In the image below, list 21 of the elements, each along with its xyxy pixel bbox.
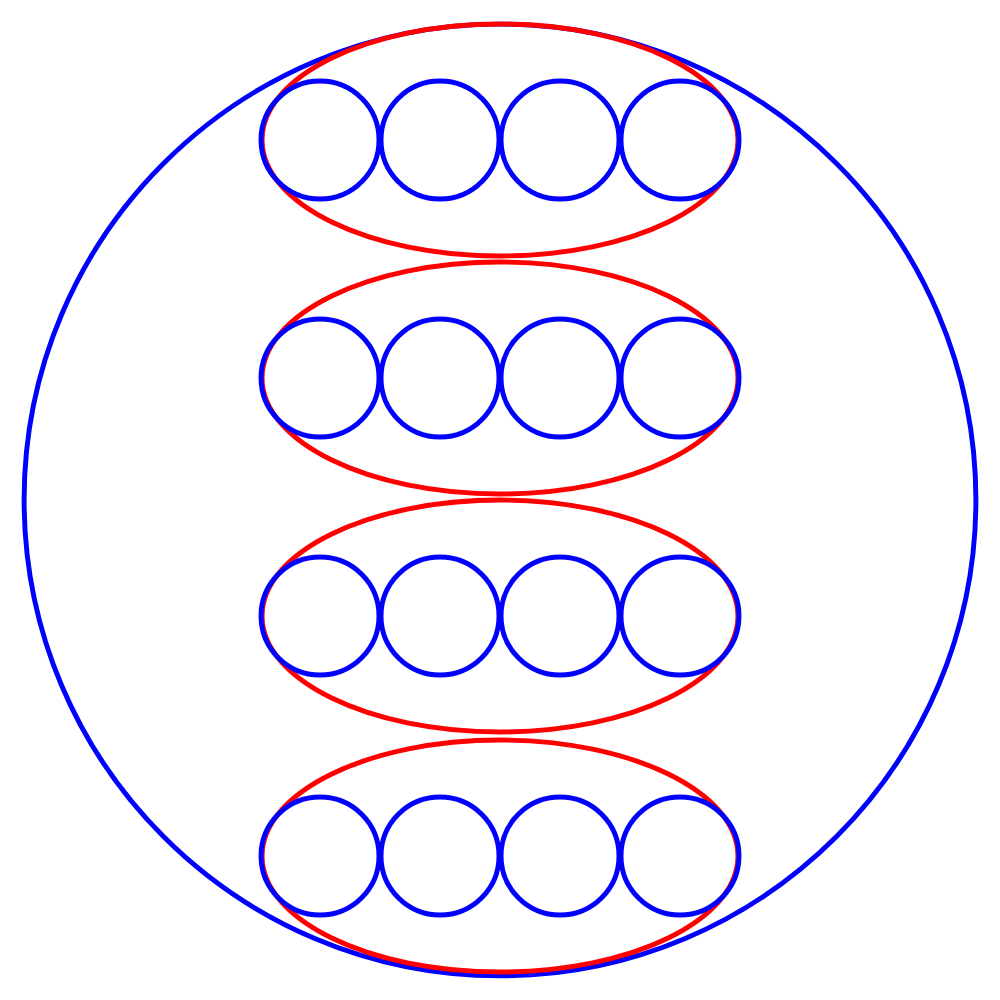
- circle: [618, 78, 742, 202]
- circle: [498, 316, 622, 440]
- ellipse: [259, 497, 741, 735]
- circle: [258, 316, 382, 440]
- circle: [498, 554, 622, 678]
- circle: [258, 794, 382, 918]
- circle: [258, 78, 382, 202]
- circle: [498, 78, 622, 202]
- circle: [21, 21, 979, 979]
- circle: [258, 554, 382, 678]
- circle: [498, 794, 622, 918]
- ellipse: [259, 21, 741, 259]
- ellipse: [259, 737, 741, 975]
- circle: [378, 554, 502, 678]
- circle: [378, 316, 502, 440]
- circle: [618, 554, 742, 678]
- circle: [618, 794, 742, 918]
- circle: [618, 316, 742, 440]
- circle: [378, 794, 502, 918]
- circle: [378, 78, 502, 202]
- ellipse: [259, 259, 741, 497]
